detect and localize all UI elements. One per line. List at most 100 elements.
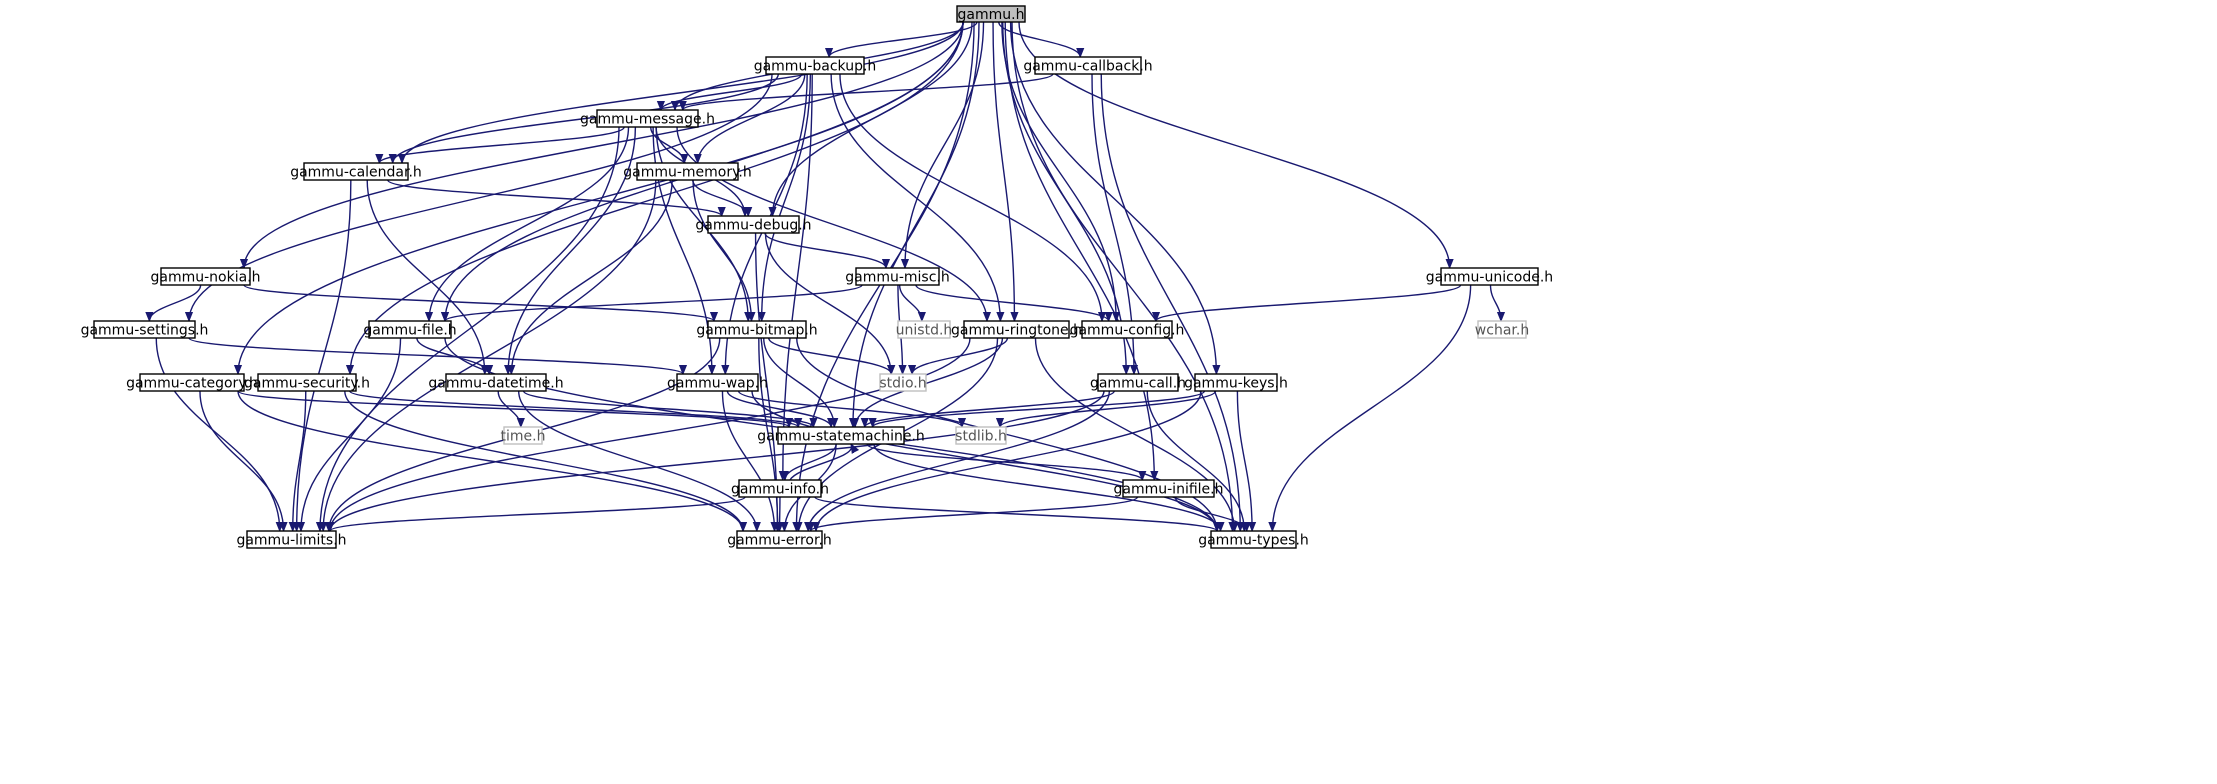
edge-callback-to-message <box>683 73 1054 111</box>
node-bitmap[interactable]: gammu-bitmap.h <box>696 320 818 339</box>
node-stdio: stdio.h <box>879 373 927 392</box>
node-error-label: gammu-error.h <box>727 533 832 549</box>
edge-settings-to-limits <box>155 337 279 531</box>
edge-wap-to-statemachine <box>726 390 831 428</box>
node-calendar-label: gammu-calendar.h <box>290 165 422 181</box>
edge-bitmap-to-statemachine <box>763 337 835 427</box>
edge-keys-to-types <box>1236 390 1252 531</box>
edge-layer <box>149 21 1502 532</box>
edge-security-to-statemachine <box>349 390 799 428</box>
edge-call-to-statemachine <box>865 390 1115 428</box>
node-time-box <box>503 426 543 445</box>
node-layer: gammu.h gammu-backup.h gammu-callback.h gam… <box>81 5 1553 549</box>
node-info-label: gammu-info.h <box>731 482 829 498</box>
node-call-label: gammu-call.h <box>1090 376 1186 392</box>
node-misc-box <box>855 267 940 286</box>
node-config[interactable]: gammu-config.h <box>1070 320 1185 339</box>
node-category[interactable]: gammu-category.h <box>126 373 258 392</box>
node-backup[interactable]: gammu-backup.h <box>754 56 877 75</box>
edge-keys-to-error <box>816 390 1202 531</box>
node-error-box <box>736 530 823 549</box>
node-wchar-label: wchar.h <box>1475 323 1529 339</box>
node-category-label: gammu-category.h <box>126 376 258 392</box>
node-file-label: gammu-file.h <box>363 323 456 339</box>
node-datetime[interactable]: gammu-datetime.h <box>428 373 564 392</box>
node-settings[interactable]: gammu-settings.h <box>81 320 209 339</box>
edge-bitmap-to-types <box>796 337 1217 531</box>
edge-ringtone-to-types <box>1034 337 1234 531</box>
edge-bitmap-to-error <box>758 337 778 531</box>
node-keys[interactable]: gammu-keys.h <box>1184 373 1288 392</box>
node-file[interactable]: gammu-file.h <box>363 320 457 339</box>
edge-info-to-types <box>814 496 1217 532</box>
node-inifile[interactable]: gammu-inifile.h <box>1114 479 1224 498</box>
edge-keys-to-stdlib <box>1000 390 1217 428</box>
node-security[interactable]: gammu-security.h <box>244 373 370 392</box>
node-info[interactable]: gammu-info.h <box>731 479 829 498</box>
edge-ringtone-to-limits <box>330 337 971 531</box>
edge-statemachine-to-inifile <box>866 443 1142 481</box>
edge-gammu-to-types <box>1011 21 1233 531</box>
node-stdlib-box <box>955 426 1007 445</box>
edge-message-to-file <box>429 126 630 321</box>
edge-nokia-to-settings <box>149 284 202 322</box>
edge-file-to-limits <box>301 337 402 531</box>
edge-unicode-to-types <box>1272 284 1472 531</box>
node-ringtone-box <box>963 320 1070 339</box>
node-ringtone[interactable]: gammu-ringtone.h <box>951 320 1082 339</box>
edge-unicode-to-wchar <box>1489 284 1502 322</box>
node-message[interactable]: gammu-message.h <box>580 109 715 128</box>
edge-misc-to-file <box>445 284 863 322</box>
edge-file-to-datetime <box>416 337 489 375</box>
node-debug[interactable]: gammu-debug.h <box>695 215 812 234</box>
edge-wap-to-error <box>721 390 774 531</box>
edge-category-to-statemachine <box>237 390 789 428</box>
node-types[interactable]: gammu-types.h <box>1198 530 1309 549</box>
node-backup-box <box>765 56 865 75</box>
node-unistd-label: unistd.h <box>896 323 953 339</box>
node-nokia[interactable]: gammu-nokia.h <box>150 267 261 286</box>
node-limits-box <box>246 530 337 549</box>
edge-category-to-error <box>237 390 743 531</box>
edge-message-to-bitmap <box>655 126 748 321</box>
node-nokia-box <box>160 267 251 286</box>
node-debug-box <box>707 215 800 234</box>
node-unistd-box <box>897 320 951 339</box>
node-misc[interactable]: gammu-misc.h <box>845 267 950 286</box>
node-settings-label: gammu-settings.h <box>81 323 209 339</box>
node-backup-label: gammu-backup.h <box>754 59 877 75</box>
node-ringtone-label: gammu-ringtone.h <box>951 323 1082 339</box>
node-unicode[interactable]: gammu-unicode.h <box>1426 267 1553 286</box>
node-wap-box <box>676 373 759 392</box>
edge-backup-to-ringtone <box>830 73 1000 321</box>
node-statemachine-box <box>777 426 905 445</box>
node-stdio-label: stdio.h <box>879 376 926 392</box>
node-gammu[interactable]: gammu.h <box>956 5 1026 23</box>
node-bitmap-box <box>707 320 807 339</box>
node-callback[interactable]: gammu-callback.h <box>1023 56 1153 75</box>
edge-backup-to-message <box>661 73 803 111</box>
edge-backup-to-calendar <box>393 73 779 164</box>
node-calendar[interactable]: gammu-calendar.h <box>290 162 422 181</box>
edge-gammu-to-inifile <box>1004 21 1154 480</box>
node-unicode-box <box>1440 267 1539 286</box>
edge-memory-to-bitmap <box>692 179 751 321</box>
node-security-box <box>257 373 357 392</box>
edge-statemachine-to-info <box>785 443 837 481</box>
node-message-label: gammu-message.h <box>580 112 715 128</box>
node-security-label: gammu-security.h <box>244 376 370 392</box>
node-wchar: wchar.h <box>1475 320 1529 339</box>
edge-bitmap-to-stdio <box>767 337 892 375</box>
node-error[interactable]: gammu-error.h <box>727 530 832 549</box>
edge-calendar-to-limits <box>297 179 352 531</box>
node-time-label: time.h <box>501 429 546 445</box>
node-limits[interactable]: gammu-limits.h <box>236 530 347 549</box>
node-time: time.h <box>501 426 546 445</box>
node-wap[interactable]: gammu-wap.h <box>667 373 768 392</box>
node-memory[interactable]: gammu-memory.h <box>623 162 752 181</box>
node-calendar-box <box>303 162 409 181</box>
node-statemachine[interactable]: gammu-statemachine.h <box>757 426 925 445</box>
node-call[interactable]: gammu-call.h <box>1090 373 1186 392</box>
node-nokia-label: gammu-nokia.h <box>150 270 260 286</box>
